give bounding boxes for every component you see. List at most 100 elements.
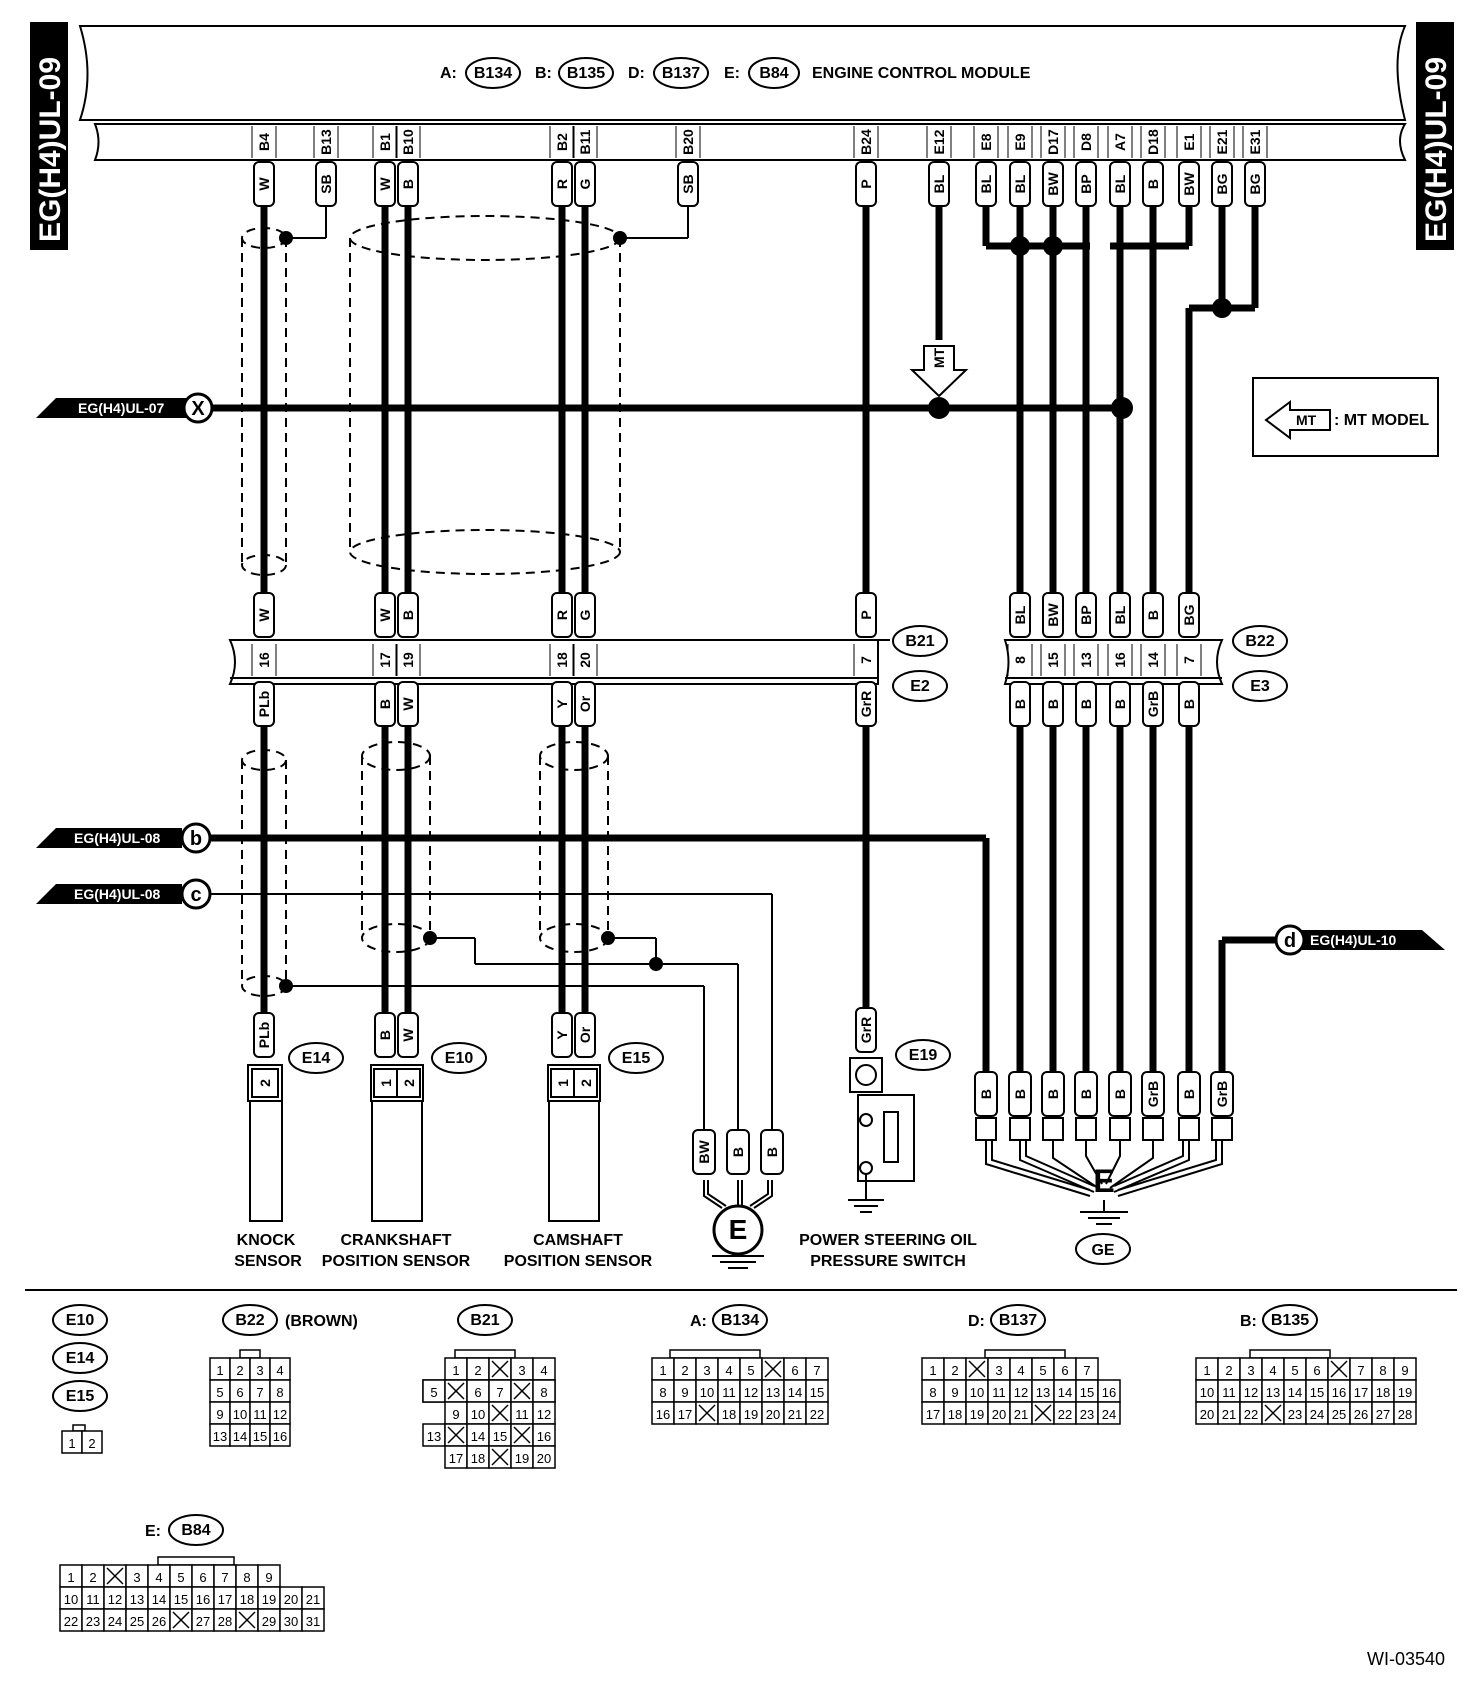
b137-view-pin: 17	[926, 1407, 940, 1422]
ground-e-large: E GE	[985, 1140, 1223, 1265]
b84-view-pin: 31	[306, 1614, 320, 1629]
b22-view-pin: 4	[276, 1363, 283, 1378]
ps-switch-color-tag: GrR	[855, 1007, 877, 1053]
b22-pin-number: 14	[1145, 652, 1161, 668]
b135-view-pin: 19	[1398, 1385, 1412, 1400]
b135-view-pin: 24	[1310, 1407, 1324, 1422]
b137-view-pin: 15	[1080, 1385, 1094, 1400]
b21-pin: 20	[572, 644, 598, 676]
b22-top-color-tag: BL	[1009, 592, 1031, 638]
b22-pin-number: 16	[1112, 652, 1128, 668]
b22-view-pin: 1	[216, 1363, 223, 1378]
b21-top-color-tag: G	[574, 592, 596, 638]
ecm-pin-label: B11	[577, 129, 593, 154]
e3-bottom-color-tag: B	[1109, 681, 1131, 727]
b135-view-pin: 17	[1354, 1385, 1368, 1400]
ground-small-color-tag: B	[726, 1129, 750, 1175]
e2-bottom-color-tag-text: PLb	[256, 691, 272, 717]
b21-top-color-tag: W	[253, 592, 275, 638]
ground-large-color-tag-text: B	[1045, 1089, 1061, 1099]
power-steering-oil-pressure-switch: E19 POWER STEERING OIL PRESSURE SWITCH	[799, 1039, 977, 1270]
b21-top-color-tag-text: B	[400, 610, 416, 620]
b135-view-pin: 16	[1332, 1385, 1346, 1400]
ground-large-label: GE	[1091, 1242, 1114, 1259]
b137-view-pin: 19	[970, 1407, 984, 1422]
b22-top-color-tag: BL	[1109, 592, 1131, 638]
ground-small-color-tag-text: BW	[696, 1140, 712, 1164]
b21-pin-number: 18	[554, 652, 570, 668]
b137-view-pin: 4	[1017, 1363, 1024, 1378]
b134-view-pin: 9	[681, 1385, 688, 1400]
knock-sensor-color-tag-text: PLb	[256, 1022, 272, 1048]
b84-view-pin: 22	[64, 1614, 78, 1629]
b134-view-letter: A:	[690, 1313, 707, 1330]
ecm-wire-color-tag: B	[397, 161, 419, 207]
ground-large-color-tag-text: GrB	[1214, 1081, 1230, 1107]
cross-ref-c-label: EG(H4)UL-08	[74, 886, 161, 902]
b135-view-pin: 23	[1288, 1407, 1302, 1422]
ecm-wire-color-tag: P	[855, 161, 877, 207]
ecm-pin-label: A7	[1112, 133, 1128, 151]
ecm-pin-label: D18	[1145, 129, 1161, 155]
ecm-conn-letter-a: A:	[440, 65, 457, 82]
b134-view-pin: 18	[722, 1407, 736, 1422]
ps-switch-label-2: PRESSURE SWITCH	[810, 1253, 966, 1270]
b84-view-pin: 16	[196, 1592, 210, 1607]
b21-view-pin: 9	[452, 1407, 459, 1422]
b21-pin: 16	[251, 644, 277, 676]
crank-sensor-pin: 1	[378, 1079, 394, 1087]
b135-view-pin: 21	[1222, 1407, 1236, 1422]
e3-bottom-color-tag: B	[1009, 681, 1031, 727]
b137-view-pin: 12	[1014, 1385, 1028, 1400]
ground-large-color-tag: B	[1108, 1071, 1132, 1117]
b21-view-pin: 15	[493, 1429, 507, 1444]
ground-large-color-tag-text: GrB	[1145, 1081, 1161, 1107]
b22-top-color-tag-text: BW	[1045, 603, 1061, 627]
ecm-wire-color-tag-text: B	[1145, 179, 1161, 189]
ecm-conn-letter-d: D:	[628, 65, 645, 82]
e2-bottom-color-tag-text: B	[377, 699, 393, 709]
ps-switch-id: E19	[909, 1047, 938, 1064]
cam-sensor-color-tag-text: Or	[577, 1026, 593, 1043]
e3-bottom-color-tag: GrB	[1142, 681, 1164, 727]
b21-view-pin: 10	[471, 1407, 485, 1422]
b134-view-pin: 2	[681, 1363, 688, 1378]
b137-view-pin: 6	[1061, 1363, 1068, 1378]
b84-view-pin: 11	[86, 1592, 100, 1607]
ecm-wire-color-tag-text: BP	[1078, 174, 1094, 193]
cross-ref-d: EG(H4)UL-10 d	[1274, 924, 1445, 956]
b84-view-pin: 27	[196, 1614, 210, 1629]
ecm-wire-color-tag-text: BG	[1214, 173, 1230, 194]
b135-view-pin: 15	[1310, 1385, 1324, 1400]
b22-top-color-tag-text: BP	[1078, 605, 1094, 624]
b22-view-pin: 6	[236, 1385, 243, 1400]
b84-view-pin: 13	[130, 1592, 144, 1607]
b22-view-pin: 16	[273, 1429, 287, 1444]
b22-pin: 8	[1007, 644, 1033, 676]
b135-view-pin: 20	[1200, 1407, 1214, 1422]
b137-view-pin: 11	[992, 1385, 1006, 1400]
b21-view-pin: 17	[449, 1451, 463, 1466]
b134-view-pin: 17	[678, 1407, 692, 1422]
b84-view-pin: 5	[177, 1570, 184, 1585]
b134-view-pin: 8	[659, 1385, 666, 1400]
cross-ref-x-label: EG(H4)UL-07	[78, 400, 165, 416]
cam-sensor-pin: 2	[578, 1079, 594, 1087]
b21-pin-number: 16	[256, 652, 272, 668]
ecm-conn-id-a: B134	[474, 65, 512, 82]
b21-pin-number: 17	[377, 652, 393, 668]
cam-sensor-label-1: CAMSHAFT	[533, 1232, 623, 1249]
ground-large-color-tag: B	[974, 1071, 998, 1117]
b134-view-pin: 22	[810, 1407, 824, 1422]
b21-pin: 19	[395, 644, 421, 676]
ecm-wire-color-tag: W	[374, 161, 396, 207]
cam-sensor-color-tag: Or	[574, 1012, 596, 1058]
ecm-wire-color-tag: BL	[928, 161, 950, 207]
e-group-pin: 2	[88, 1436, 95, 1451]
b135-view-pin: 5	[1291, 1363, 1298, 1378]
b21-view-pin: 16	[537, 1429, 551, 1444]
ecm-wire-color-tag: G	[574, 161, 596, 207]
b21-view-pin: 2	[474, 1363, 481, 1378]
